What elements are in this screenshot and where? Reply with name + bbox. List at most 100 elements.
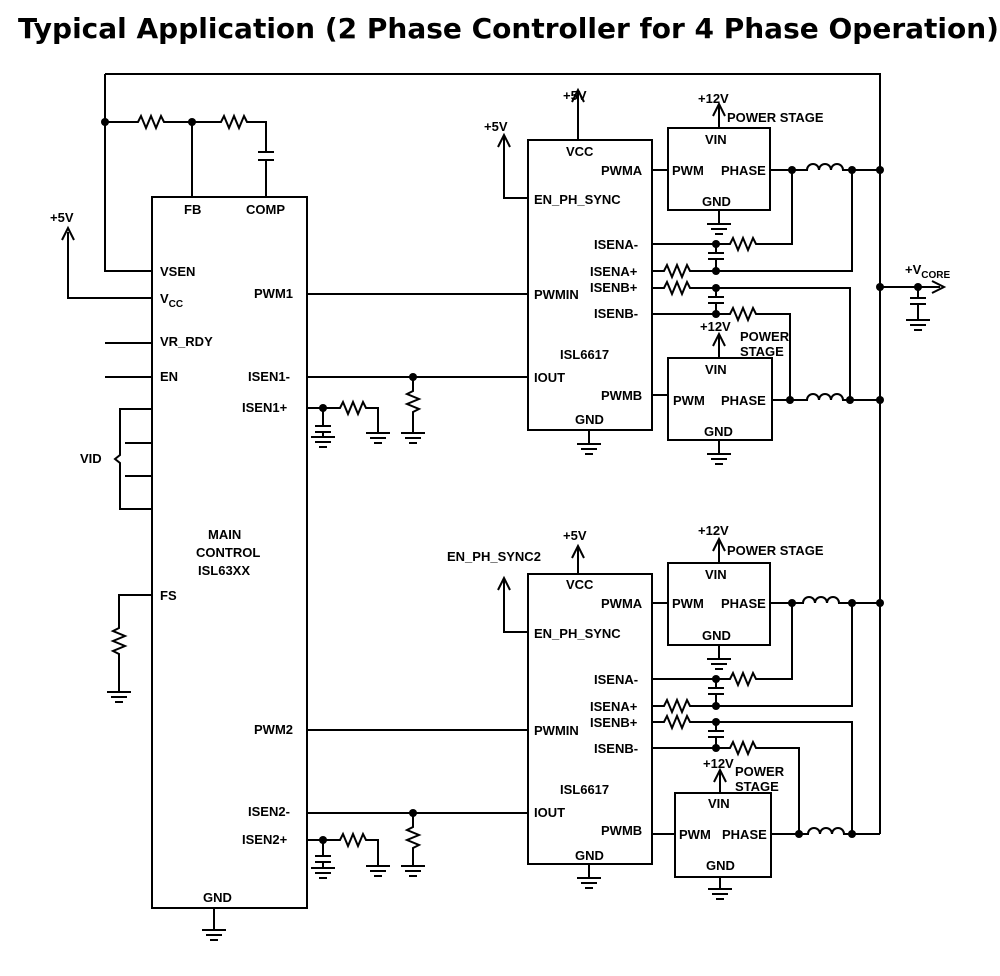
page-title: Typical Application (2 Phase Controller …: [18, 12, 999, 45]
vsen-wire: [104, 74, 152, 272]
pin-isen2-plus: ISEN2+: [242, 832, 288, 847]
ground-icon: [707, 645, 731, 670]
arrow-up-icon: [712, 101, 726, 128]
pin-pwm2: PWM2: [254, 722, 293, 737]
pin-isena-minus: ISENA-: [594, 237, 638, 252]
feedback-resistors-wire: [105, 113, 267, 152]
pin-isenb-plus: ISENB+: [590, 280, 638, 295]
isena-plus-resistor: [652, 170, 853, 280]
pin-isenb-minus: ISENB-: [594, 306, 638, 321]
ps-pwm: PWM: [672, 596, 704, 611]
ps-label-line1: POWER: [740, 329, 790, 344]
pin-iout: IOUT: [534, 370, 565, 385]
pin-gnd: GND: [575, 848, 604, 863]
pin-fb: FB: [184, 202, 201, 217]
isl6617-bottom: VCC EN_PH_SYNC PWMA ISENA- ISENA+ ISENB+…: [447, 528, 653, 889]
junction-dot: [712, 267, 720, 275]
pin-isena-plus: ISENA+: [590, 699, 638, 714]
isena-minus-resistor: [652, 170, 793, 253]
pin-pwma: PWMA: [601, 596, 643, 611]
vcore-sub: CORE: [921, 270, 950, 281]
pin-vcc-v: V: [160, 291, 169, 306]
ps-vin: VIN: [705, 362, 727, 377]
comp-capacitor: [258, 151, 274, 197]
isen1-capacitor: [315, 408, 331, 437]
pin-vr-rdy: VR_RDY: [160, 334, 213, 349]
arrow-up-icon: [61, 225, 75, 241]
ps-gnd: GND: [706, 858, 735, 873]
pin-vsen: VSEN: [160, 264, 195, 279]
pin-vcc-sub: CC: [169, 299, 183, 310]
pin-isenb-plus: ISENB+: [590, 715, 638, 730]
arrow-up-icon: [712, 536, 726, 563]
iout-resistor: [404, 377, 422, 433]
vcore-rail-wire: [105, 73, 881, 834]
ground-icon: [366, 432, 390, 444]
fs-resistor-wire: [110, 594, 152, 692]
ground-icon: [366, 865, 390, 877]
ps-vin: VIN: [705, 567, 727, 582]
vcore-v: +V: [905, 262, 922, 277]
junction-dot: [188, 118, 196, 126]
vid-bus: VID: [80, 408, 152, 510]
isena-capacitor: [708, 679, 724, 706]
junction-dot: [846, 396, 854, 404]
power-stage-top-a: VIN PWM PHASE GND +12V POWER STAGE: [652, 91, 884, 280]
supply-label: +5V: [50, 210, 74, 225]
ps-phase: PHASE: [721, 393, 766, 408]
ps-vin: VIN: [705, 132, 727, 147]
isl6617-top: VCC EN_PH_SYNC PWMA ISENA- ISENA+ ISENB+…: [484, 87, 653, 455]
isl6617-bottom-box: [527, 573, 653, 865]
isen2-network: [307, 809, 528, 879]
vcc-wire: [67, 232, 152, 299]
pin-gnd: GND: [203, 890, 232, 905]
pin-vcc: VCC: [566, 144, 594, 159]
pin-fs: FS: [160, 588, 177, 603]
junction-dot: [876, 599, 884, 607]
vid-brace: [113, 408, 125, 510]
chip-name: ISL6617: [560, 782, 609, 797]
ground-icon: [707, 210, 731, 235]
ground-icon: [708, 877, 732, 900]
ground-icon: [401, 432, 425, 444]
pin-comp: COMP: [246, 202, 285, 217]
pin-isena-minus: ISENA-: [594, 672, 638, 687]
isenb-plus-resistor: [652, 713, 853, 832]
isl6617-top-box: [527, 139, 653, 431]
junction-dot: [712, 310, 720, 318]
isenb-network-bottom: [652, 713, 853, 834]
isenb-minus-resistor: [652, 305, 791, 400]
inductor-wire: [770, 163, 880, 171]
ground-icon: [311, 436, 335, 448]
controller-name-line3: ISL63XX: [198, 563, 250, 578]
ps-gnd: GND: [702, 194, 731, 209]
ps-supply-label: +12V: [698, 91, 729, 106]
arrow-up-icon: [497, 132, 528, 199]
ps-phase: PHASE: [721, 596, 766, 611]
ground-icon: [707, 440, 731, 465]
arrow-up-icon: [712, 331, 726, 358]
pin-isena-plus: ISENA+: [590, 264, 638, 279]
junction-dot: [712, 744, 720, 752]
ps-label-line1: POWER: [735, 764, 785, 779]
ground-icon: [202, 908, 226, 941]
vcc-supply-label: +5V: [563, 88, 587, 103]
pin-pwm1: PWM1: [254, 286, 293, 301]
power-stage-bottom-a: VIN PWM PHASE GND +12V POWER STAGE: [652, 523, 884, 715]
pin-isen2-minus: ISEN2-: [248, 804, 290, 819]
inductor-wire: [772, 393, 880, 401]
junction-dot: [876, 166, 884, 174]
en-signal-label: EN_PH_SYNC2: [447, 549, 541, 564]
isen1-network: [307, 373, 528, 448]
ps-supply-label: +12V: [698, 523, 729, 538]
controller-name-line1: MAIN: [208, 527, 241, 542]
ground-icon: [906, 319, 930, 331]
pin-isenb-minus: ISENB-: [594, 741, 638, 756]
isenb-plus-resistor: [652, 279, 851, 400]
ground-icon: [107, 691, 131, 703]
pin-en-ph-sync: EN_PH_SYNC: [534, 192, 621, 207]
junction-dot: [848, 830, 856, 838]
isen2-plus-resistor: [307, 831, 379, 866]
ground-icon: [401, 865, 425, 877]
en-supply-label: +5V: [484, 119, 508, 134]
